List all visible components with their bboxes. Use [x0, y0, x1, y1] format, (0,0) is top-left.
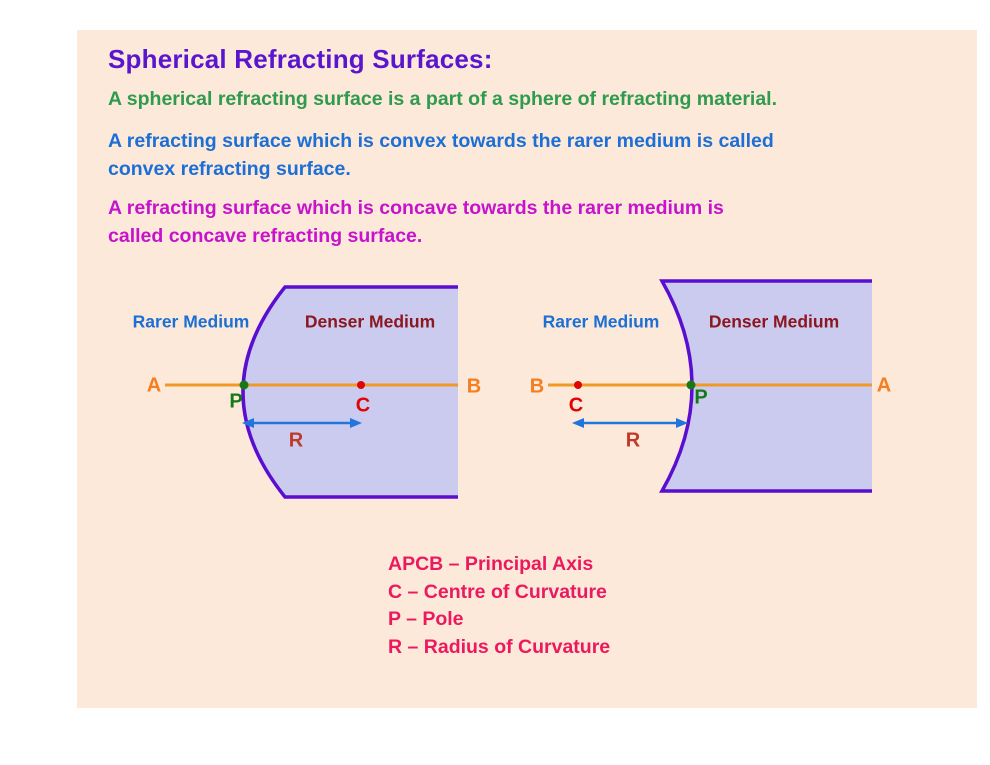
convex-definition-paragraph: A refracting surface which is convex tow…: [108, 130, 774, 180]
diagrams-canvas: [165, 279, 872, 499]
convex-denser-medium-label: Denser Medium: [304, 311, 436, 332]
convex-pole-dot: [239, 380, 249, 390]
concave-denser-medium-label: Denser Medium: [708, 311, 840, 332]
convex-centre-dot: [357, 381, 365, 389]
convex-radius-label: R: [288, 429, 304, 452]
slide-panel: Spherical Refracting Surfaces: A spheric…: [77, 30, 977, 708]
legend-principal-axis: APCB – Principal Axis: [388, 553, 594, 575]
convex-denser-region: [243, 287, 458, 497]
concave-axis-point-a-label: A: [876, 374, 892, 397]
concave-pole-label: P: [694, 386, 708, 409]
concave-radius-label: R: [625, 429, 641, 452]
concave-centre-dot: [574, 381, 582, 389]
intro-paragraph: A spherical refracting surface is a part…: [108, 88, 778, 110]
page-title: Spherical Refracting Surfaces:: [108, 44, 493, 74]
concave-pole-dot: [686, 380, 696, 390]
legend-radius-of-curvature: R – Radius of Curvature: [388, 635, 611, 658]
concave-definition-paragraph: A refracting surface which is concave to…: [108, 197, 724, 247]
convex-rarer-medium-label: Rarer Medium: [132, 311, 250, 332]
concave-centre-label: C: [568, 394, 584, 417]
convex-pole-label: P: [229, 390, 243, 413]
convex-centre-label: C: [355, 394, 371, 417]
concave-radius-arrow: [572, 418, 688, 428]
convex-axis-point-a-label: A: [146, 374, 162, 397]
convex-axis-point-b-label: B: [466, 375, 482, 398]
legend-centre-of-curvature: C – Centre of Curvature: [388, 580, 607, 603]
convex-surface-curve: [241, 285, 458, 499]
concave-axis-point-b-label: B: [529, 375, 545, 398]
legend-pole: P – Pole: [388, 608, 464, 630]
legend: APCB – Principal Axis C – Centre of Curv…: [388, 551, 610, 661]
convex-radius-arrow: [242, 418, 362, 428]
concave-rarer-medium-label: Rarer Medium: [542, 311, 660, 332]
